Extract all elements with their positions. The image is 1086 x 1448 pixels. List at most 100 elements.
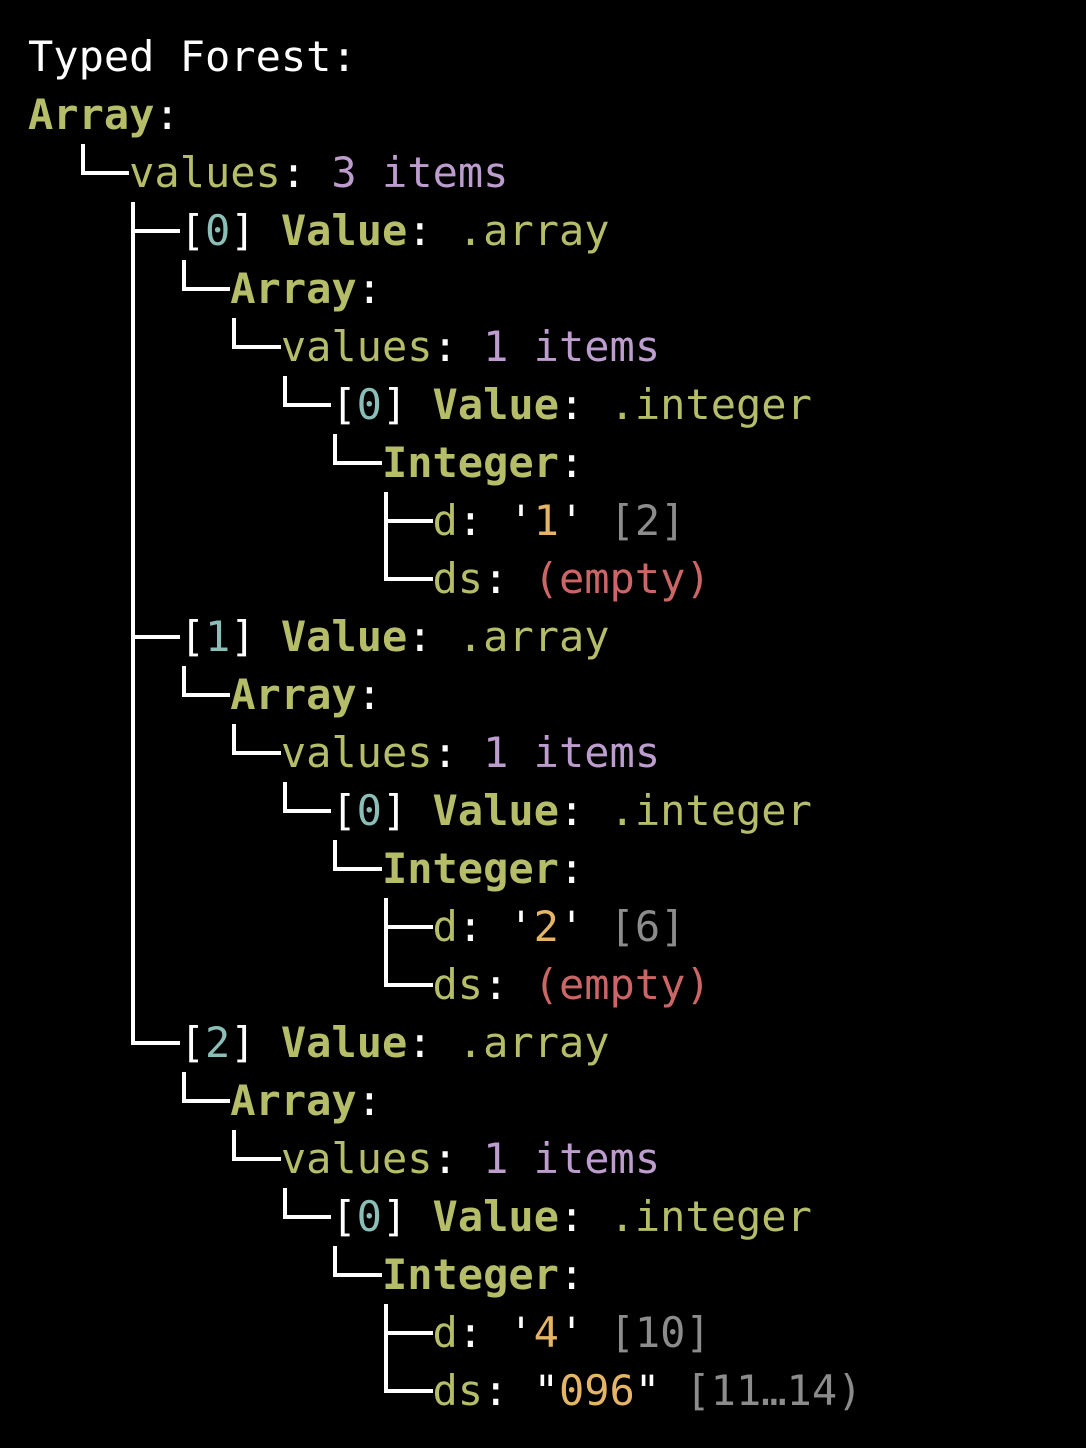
tree-text-segment: 1 items [483,322,661,371]
tree-indent [180,1362,231,1420]
tree-text-segment: Value [280,206,408,255]
tree-text-segment: ' [508,902,534,951]
tree-indent [28,434,79,492]
tree-branch-corner-icon [382,956,433,1014]
tree-indent [180,782,231,840]
tree-line: values: 1 items [28,1130,1086,1188]
tree-branch-corner-icon [331,434,382,492]
tree-text-segment: : [483,960,534,1009]
tree-indent [79,318,130,376]
tree-line: [0] Value: .integer [28,376,1086,434]
tree-text-segment: " [533,1366,559,1415]
tree-text-segment: : [457,1308,509,1357]
tree-text-segment: Value [432,786,559,835]
tree-indent [79,1188,130,1246]
tree-text-segment: Value [432,1192,559,1241]
tree-text-segment: : [154,90,180,139]
tree-guide-vertical-icon [129,434,180,492]
tree-line: [1] Value: .array [28,608,1086,666]
tree-indent [331,1362,382,1420]
tree-indent [180,1246,231,1304]
tree-text-segment: : [280,148,332,197]
tree-indent [28,550,79,608]
tree-branch-tee-icon [129,202,180,260]
tree-indent [180,492,231,550]
tree-indent [180,1188,231,1246]
tree-line: ds: (empty) [28,550,1086,608]
tree-text-segment: 0 [356,1192,382,1241]
tree-indent [230,492,281,550]
tree-text-segment: [ [331,786,357,835]
tree-indent [79,492,130,550]
tree-line: values: 1 items [28,318,1086,376]
tree-line: Integer: [28,840,1086,898]
tree-guide-vertical-icon [129,318,180,376]
tree-line: Array: [28,666,1086,724]
tree-indent [79,840,130,898]
tree-branch-tee-icon [129,608,180,666]
tree-text-segment: 1 [204,612,231,661]
tree-text-segment: d [432,496,458,545]
tree-branch-tee-icon [382,1304,433,1362]
tree-text-segment: [ [331,380,357,429]
tree-guide-vertical-icon [129,782,180,840]
tree-line: Array: [28,86,1086,144]
tree-text-segment: values [280,1134,433,1183]
tree-text-segment: : [558,1192,610,1241]
tree-indent [281,956,332,1014]
tree-text-segment: " [634,1366,686,1415]
tree-text-segment: : [483,1366,534,1415]
tree-text-segment: 0 [204,206,231,255]
tree-text-segment: Array [230,264,357,313]
tree-text-segment: Array [28,90,155,139]
tree-indent [281,550,332,608]
tree-text-segment: ' [558,496,610,545]
tree-line: Integer: [28,434,1086,492]
tree-text-segment: ] [381,1192,433,1241]
tree-text-segment: : [432,322,484,371]
tree-indent [28,840,79,898]
tree-text-segment: : [356,1076,382,1125]
tree-indent [79,608,130,666]
tree-indent [28,782,79,840]
tree-indent [28,1188,79,1246]
tree-line: values: 1 items [28,724,1086,782]
tree-indent [281,898,332,956]
tree-indent [331,1304,382,1362]
tree-indent [79,260,130,318]
tree-branch-corner-icon [281,376,332,434]
tree-branch-corner-icon [180,1072,231,1130]
tree-text-segment: [ [179,206,205,255]
tree-indent [129,1072,180,1130]
tree-indent [281,1246,332,1304]
tree-indent [180,724,231,782]
typed-forest-output: Typed Forest:Array:values: 3 items[0] Va… [28,28,1086,1420]
tree-indent [28,144,79,202]
tree-text-segment: .array [457,1018,610,1067]
tree-indent [281,1304,332,1362]
tree-guide-vertical-icon [129,724,180,782]
tree-indent [28,666,79,724]
tree-indent [28,898,79,956]
tree-text-segment: 096 [558,1366,635,1415]
tree-indent [230,550,281,608]
tree-branch-corner-icon [230,724,281,782]
tree-indent [281,840,332,898]
tree-indent [79,898,130,956]
tree-indent [28,956,79,1014]
tree-branch-corner-icon [331,1246,382,1304]
tree-line: Array: [28,1072,1086,1130]
tree-text-segment: Array [230,670,357,719]
tree-line: Integer: [28,1246,1086,1304]
tree-indent [129,1362,180,1420]
tree-line: d: '4' [10] [28,1304,1086,1362]
tree-text-segment: ' [508,1308,534,1357]
tree-indent [230,956,281,1014]
tree-text-segment: .integer [609,1192,812,1241]
tree-text-segment: .integer [609,786,812,835]
tree-text-segment: Integer [381,844,559,893]
tree-text-segment: values [280,322,433,371]
tree-indent [230,376,281,434]
tree-text-segment: ] [230,1018,281,1067]
tree-indent [281,434,332,492]
